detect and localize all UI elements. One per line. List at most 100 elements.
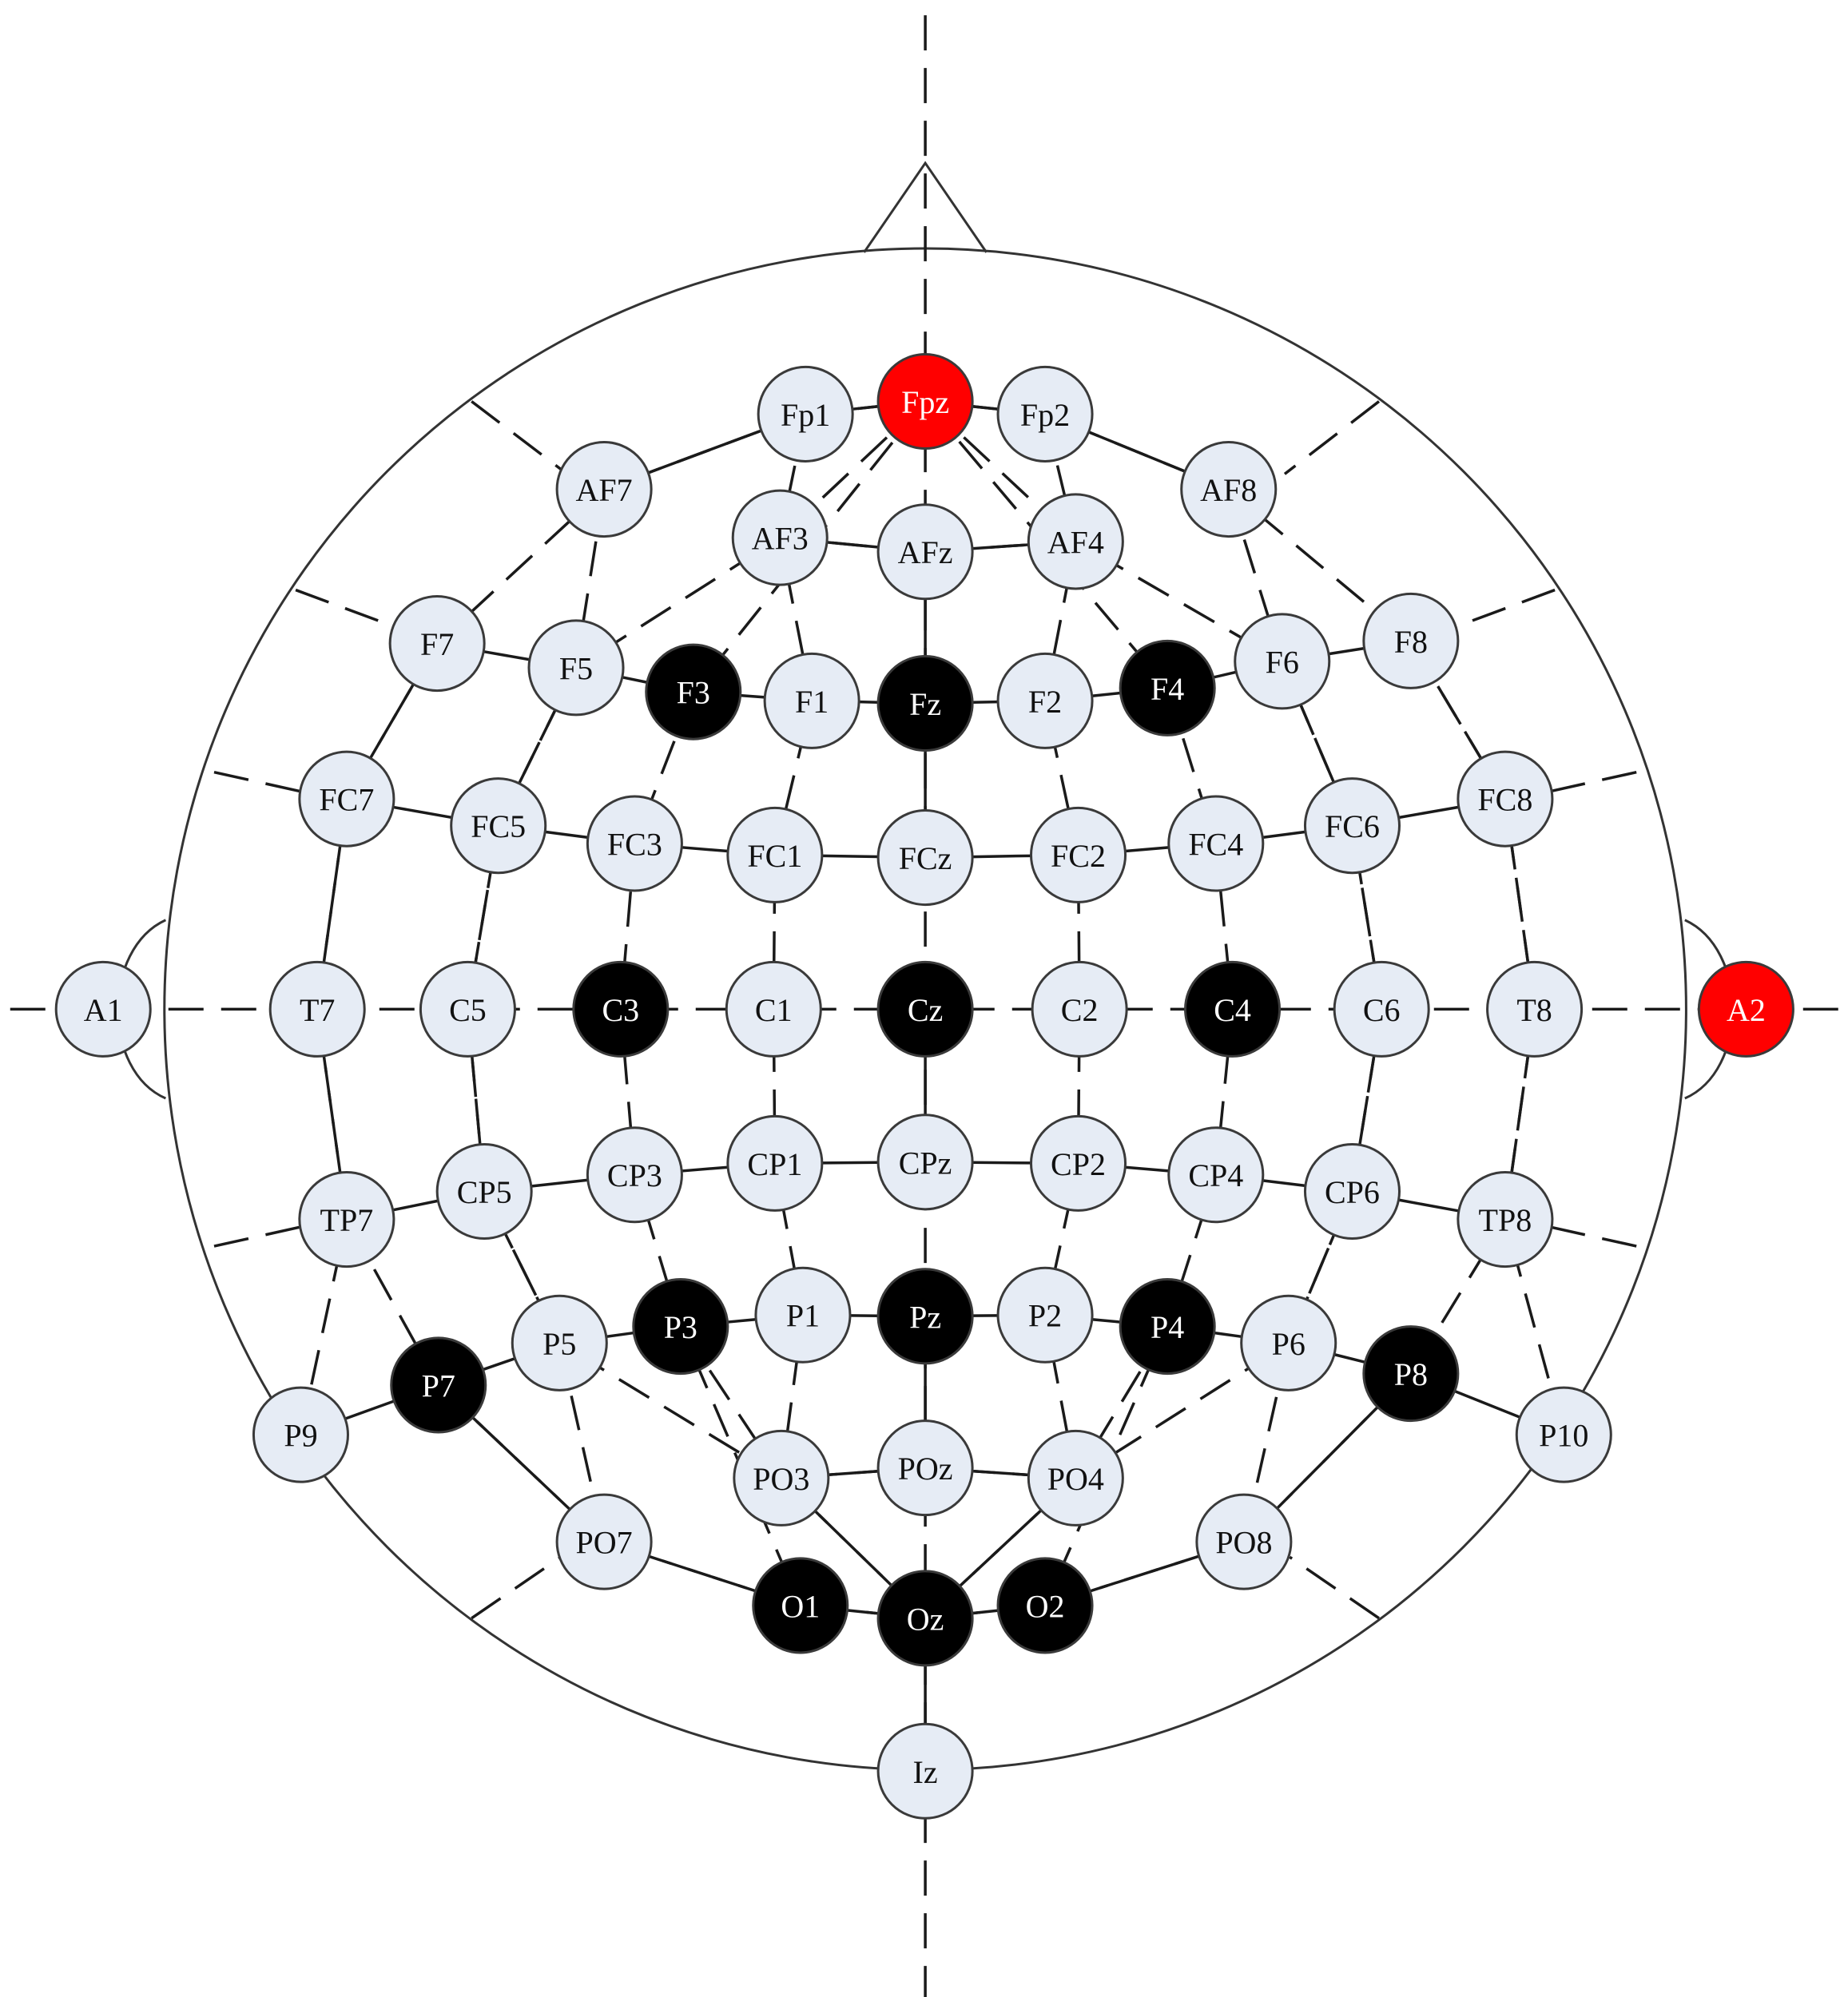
electrode-fz[interactable]: Fz	[876, 655, 974, 752]
electrode-p2[interactable]: P2	[996, 1266, 1094, 1364]
electrode-tp8[interactable]: TP8	[1457, 1171, 1554, 1268]
electrode-p10[interactable]: P10	[1515, 1386, 1612, 1483]
electrode-fc6[interactable]: FC6	[1303, 777, 1401, 875]
electrode-fp2[interactable]: Fp2	[996, 365, 1094, 463]
electrode-label: CP6	[1325, 1174, 1380, 1210]
electrode-af7[interactable]: AF7	[555, 441, 653, 538]
connector-20	[1125, 1165, 1170, 1173]
electrode-cp5[interactable]: CP5	[435, 1142, 533, 1241]
electrode-f8[interactable]: F8	[1362, 592, 1460, 689]
electrode-p6[interactable]: P6	[1240, 1294, 1337, 1392]
electrode-poz[interactable]: POz	[876, 1419, 974, 1517]
electrode-c6[interactable]: C6	[1333, 960, 1430, 1058]
electrode-fpz[interactable]: Fpz	[876, 352, 974, 451]
electrode-pz[interactable]: Pz	[876, 1268, 974, 1365]
electrode-af3[interactable]: AF3	[731, 489, 829, 586]
electrode-marker	[726, 1114, 824, 1212]
electrode-fc7[interactable]: FC7	[298, 750, 395, 848]
electrode-p5[interactable]: P5	[511, 1294, 608, 1392]
electrode-c2[interactable]: C2	[1031, 960, 1128, 1058]
electrode-t8[interactable]: T8	[1486, 960, 1584, 1058]
electrode-marker	[1167, 795, 1265, 892]
electrode-c3[interactable]: C3	[572, 960, 670, 1058]
electrode-fc8[interactable]: FC8	[1457, 750, 1554, 848]
electrode-fp1[interactable]: Fp1	[757, 365, 854, 463]
electrode-fc2[interactable]: FC2	[1029, 806, 1127, 903]
electrode-af4[interactable]: AF4	[1027, 493, 1124, 590]
electrode-label: A2	[1727, 992, 1766, 1028]
electrode-af8[interactable]: AF8	[1180, 441, 1278, 538]
electrode-label: C4	[1214, 992, 1251, 1028]
electrode-f5[interactable]: F5	[527, 619, 625, 717]
electrode-cz[interactable]: Cz	[876, 960, 974, 1058]
electrode-f6[interactable]: F6	[1234, 613, 1331, 710]
electrode-marker	[757, 365, 854, 463]
electrode-c1[interactable]: C1	[725, 960, 822, 1058]
electrode-label: CPz	[899, 1145, 952, 1181]
electrode-label: O1	[781, 1588, 820, 1624]
electrode-po3[interactable]: PO3	[733, 1429, 830, 1527]
electrode-label: FC2	[1051, 838, 1106, 874]
electrode-p1[interactable]: P1	[754, 1266, 852, 1364]
electrode-cp6[interactable]: CP6	[1303, 1142, 1401, 1241]
electrode-p9[interactable]: P9	[252, 1386, 349, 1483]
electrode-fc1[interactable]: FC1	[726, 806, 824, 903]
electrode-marker	[876, 809, 974, 907]
electrode-t7[interactable]: T7	[268, 960, 366, 1058]
electrode-p7[interactable]: P7	[390, 1336, 487, 1434]
electrode-a1[interactable]: A1	[54, 960, 152, 1058]
electrode-label: P3	[664, 1309, 697, 1345]
electrode-cp4[interactable]: CP4	[1167, 1126, 1265, 1224]
electrode-fc4[interactable]: FC4	[1167, 795, 1265, 892]
electrode-label: AF4	[1047, 524, 1104, 560]
electrode-afz[interactable]: AFz	[876, 503, 974, 601]
electrode-label: P6	[1272, 1326, 1306, 1362]
electrode-marker	[298, 1171, 395, 1268]
electrode-po7[interactable]: PO7	[555, 1493, 653, 1590]
electrode-marker	[252, 1386, 349, 1483]
electrode-label: T8	[1516, 992, 1552, 1028]
electrode-p4[interactable]: P4	[1119, 1278, 1216, 1376]
electrode-p3[interactable]: P3	[632, 1278, 729, 1376]
electrode-oz[interactable]: Oz	[876, 1570, 974, 1667]
electrode-f2[interactable]: F2	[996, 652, 1094, 749]
electrode-f3[interactable]: F3	[645, 643, 742, 740]
electrode-label: F8	[1394, 624, 1428, 660]
electrode-iz[interactable]: Iz	[876, 1722, 974, 1820]
electrode-label: P4	[1151, 1309, 1184, 1345]
electrode-label: AF3	[752, 521, 809, 557]
electrode-o2[interactable]: O2	[996, 1557, 1094, 1654]
connector-23	[1398, 1198, 1460, 1213]
connector-6	[483, 649, 531, 661]
outline-tick-3	[1455, 588, 1556, 629]
electrode-f7[interactable]: F7	[388, 595, 486, 693]
electrode-a2[interactable]: A2	[1697, 960, 1794, 1058]
connector-7	[1328, 646, 1365, 656]
electrode-po8[interactable]: PO8	[1195, 1493, 1293, 1590]
electrode-fc3[interactable]: FC3	[586, 795, 683, 892]
electrode-fcz[interactable]: FCz	[876, 809, 974, 907]
electrode-o1[interactable]: O1	[752, 1557, 849, 1654]
electrode-label: C6	[1363, 992, 1401, 1028]
electrode-marker	[1457, 750, 1554, 848]
electrode-label: AF8	[1200, 472, 1257, 508]
electrode-fc5[interactable]: FC5	[450, 777, 547, 875]
electrode-label: FC6	[1325, 808, 1380, 844]
electrode-marker	[1119, 639, 1216, 736]
electrode-cpz[interactable]: CPz	[876, 1114, 974, 1211]
electrode-cp3[interactable]: CP3	[586, 1126, 683, 1224]
electrode-marker	[555, 441, 653, 538]
electrode-marker	[419, 960, 516, 1058]
electrode-po4[interactable]: PO4	[1027, 1429, 1124, 1527]
electrode-f4[interactable]: F4	[1119, 639, 1216, 736]
electrode-tp7[interactable]: TP7	[298, 1171, 395, 1268]
electrode-f1[interactable]: F1	[763, 652, 860, 749]
electrode-c5[interactable]: C5	[419, 960, 516, 1058]
electrode-label: O2	[1026, 1588, 1065, 1624]
electrode-marker	[268, 960, 366, 1058]
electrode-cp1[interactable]: CP1	[726, 1114, 824, 1212]
electrode-label: P9	[284, 1418, 317, 1454]
electrode-c4[interactable]: C4	[1184, 960, 1282, 1058]
electrode-p8[interactable]: P8	[1362, 1325, 1460, 1423]
electrode-cp2[interactable]: CP2	[1029, 1114, 1127, 1212]
